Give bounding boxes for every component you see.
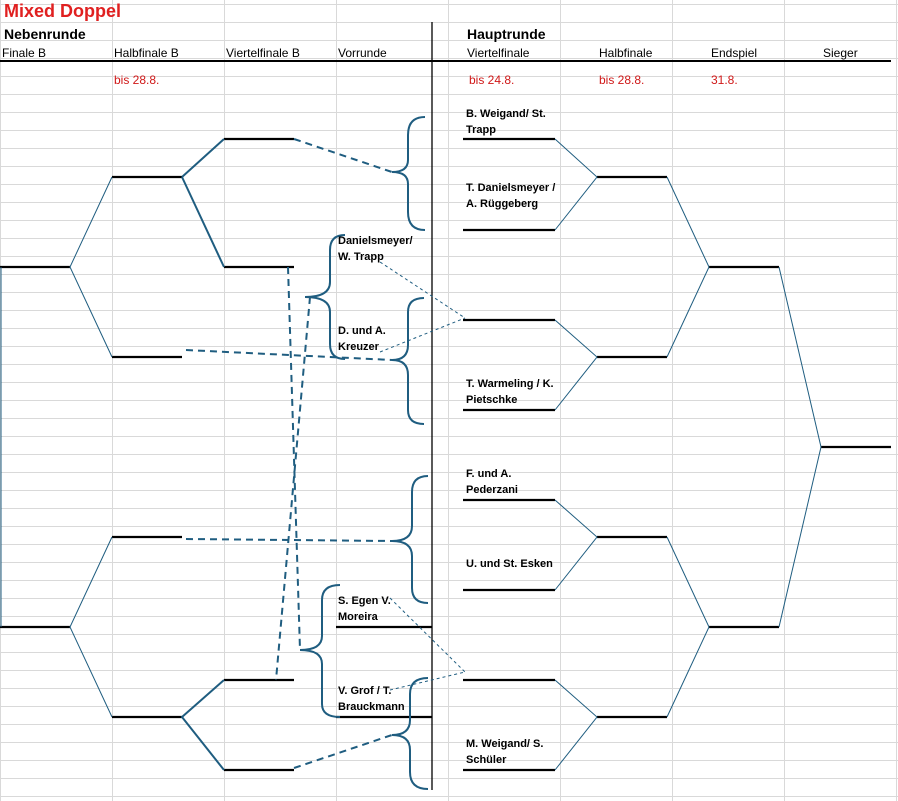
page-title: Mixed Doppel: [4, 1, 122, 21]
team-entry: Danielsmeyer/ W. Trapp: [338, 235, 413, 263]
team-entry: B. Weigand/ St. Trapp: [466, 108, 546, 136]
col-viertelfinale-b: Viertelfinale B: [226, 46, 300, 60]
team-entry: T. Danielsmeyer / A. Rüggeberg: [466, 182, 556, 210]
date-halbfinale: bis 28.8.: [599, 73, 645, 87]
col-vorrunde: Vorrunde: [338, 46, 387, 60]
date-halbfinale-b: bis 28.8.: [114, 73, 160, 87]
col-halbfinale: Halbfinale: [599, 46, 653, 60]
date-viertelfinale: bis 24.8.: [469, 73, 515, 87]
col-endspiel: Endspiel: [711, 46, 758, 60]
team-entry: S. Egen V. Moreira: [338, 595, 391, 623]
team-entry: T. Warmeling / K. Pietschke: [466, 378, 554, 406]
col-viertelfinale: Viertelfinale: [467, 46, 530, 60]
team-entry: F. und A. Pederzani: [466, 468, 518, 496]
team-entry: V. Grof / T. Brauckmann: [338, 685, 405, 713]
date-endspiel: 31.8.: [711, 73, 738, 87]
section-hauptrunde: Hauptrunde: [467, 26, 546, 42]
team-entry: D. und A. Kreuzer: [338, 325, 386, 353]
team-entry: U. und St. Esken: [466, 558, 553, 570]
section-nebenrunde: Nebenrunde: [4, 26, 86, 42]
team-entry: M. Weigand/ S. Schüler: [466, 738, 544, 766]
col-sieger: Sieger: [823, 46, 858, 60]
col-halbfinale-b: Halbfinale B: [114, 46, 179, 60]
col-finale-b: Finale B: [2, 46, 47, 60]
